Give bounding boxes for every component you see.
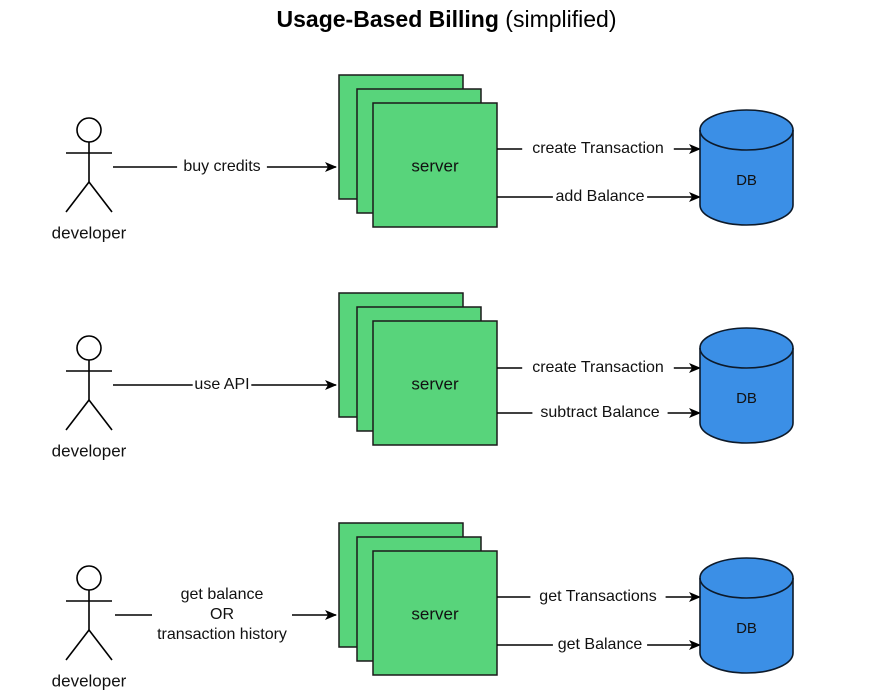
actor-leg-left: [65, 181, 90, 213]
db-top-rim: [699, 347, 794, 369]
server-box-3: [372, 320, 498, 446]
actor-label: developer: [52, 441, 127, 460]
actor-icon: [65, 565, 113, 661]
server-stack: server: [338, 74, 498, 228]
db-call-label: subtract Balance: [540, 404, 659, 421]
db-call-label: add Balance: [556, 188, 645, 205]
server-label: server: [411, 374, 459, 393]
diagram-title: Usage-Based Billing (simplified): [0, 6, 893, 33]
request-label-line: transaction history: [157, 626, 287, 643]
server-label: server: [411, 156, 459, 175]
db-call-label-bg: [532, 404, 668, 422]
db-top-rim: [699, 129, 794, 151]
actor-leg-left: [65, 629, 90, 661]
request-label: buy credits: [183, 158, 260, 175]
server-stack: server: [338, 292, 498, 446]
db-call-label: create Transaction: [532, 140, 664, 157]
actor-head: [76, 565, 102, 591]
actor-head: [76, 335, 102, 361]
db-body: [699, 327, 794, 444]
db-label: DB: [736, 620, 757, 637]
db-call-label-bg: [552, 188, 648, 206]
server-box-3: [372, 102, 498, 228]
db-body: [699, 557, 794, 674]
flow-row-1: developer buy credits server create Transac…: [52, 74, 794, 242]
db-call-label-bg: [552, 636, 648, 654]
actor-label: developer: [52, 671, 127, 690]
server-label: server: [411, 604, 459, 623]
server-box-3: [372, 550, 498, 676]
request-label-bg: [177, 158, 267, 176]
server-stack: server: [338, 522, 498, 676]
request-label: use API: [194, 376, 249, 393]
title-subtitle: (simplified): [505, 6, 617, 32]
actor-label: developer: [52, 223, 127, 242]
request-label-line: OR: [210, 606, 234, 623]
db-call-label: get Transactions: [539, 588, 656, 605]
db-call-label-bg: [530, 588, 666, 606]
request-label-bg: [192, 376, 252, 394]
actor-leg-right: [88, 181, 113, 213]
flow-row-2: developer use API server create Transaction…: [52, 292, 794, 460]
request-label-line: get balance: [181, 586, 264, 603]
db-body: [699, 109, 794, 226]
database-icon: DB: [699, 109, 794, 226]
actor-leg-left: [65, 399, 90, 431]
db-call-label: create Transaction: [532, 359, 664, 376]
db-call-label-bg: [522, 140, 674, 158]
actor-icon: [65, 335, 113, 431]
db-label: DB: [736, 390, 757, 407]
actor-head: [76, 117, 102, 143]
database-icon: DB: [699, 557, 794, 674]
db-top-rim: [699, 577, 794, 599]
db-call-label-bg: [522, 359, 674, 377]
actor-leg-right: [88, 629, 113, 661]
db-call-label: get Balance: [558, 636, 643, 653]
title-main: Usage-Based Billing: [276, 6, 499, 32]
database-icon: DB: [699, 327, 794, 444]
actor-leg-right: [88, 399, 113, 431]
db-label: DB: [736, 172, 757, 189]
actor-icon: [65, 117, 113, 213]
